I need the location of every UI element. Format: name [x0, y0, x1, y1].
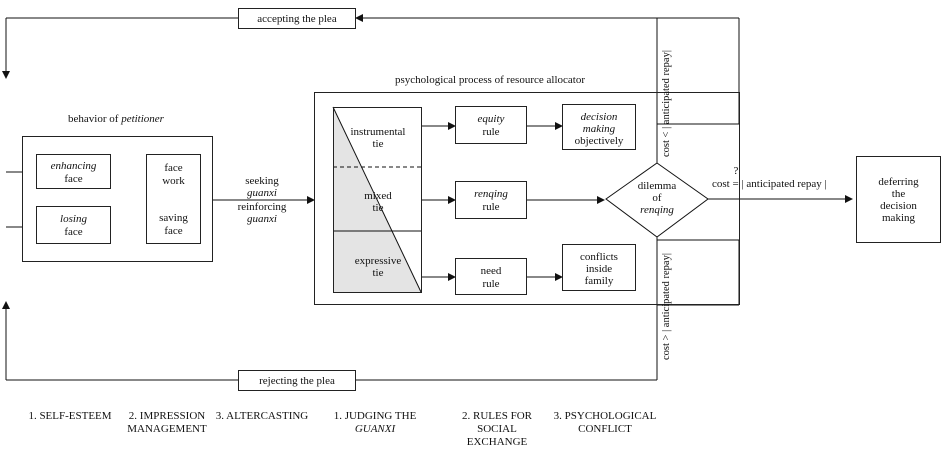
- reject-loop: [2, 240, 658, 381]
- dilemma-label: dilemma of renqing: [637, 180, 677, 216]
- guanxi-reinforcing: reinforcing guanxi: [237, 201, 287, 225]
- stage-rules-social-exchange: 2. RULES FOR SOCIAL EXCHANGE: [462, 410, 532, 448]
- stage-judging-guanxi: 1. JUDGING THE GUANXI: [333, 410, 417, 435]
- cost-less-label: cost < | anticipated repay|: [661, 50, 672, 157]
- enhancing-face-box: enhancing face: [36, 154, 111, 189]
- cost-equal-label: cost = | anticipated repay |: [712, 178, 827, 190]
- accept-loop: [2, 14, 658, 124]
- tie-expressive: expressive tie: [354, 255, 402, 279]
- cost-greater-label: cost > | anticipated repay|: [661, 253, 672, 360]
- stage-impression-management: 2. IMPRESSION MANAGEMENT: [127, 410, 207, 435]
- stage-altercasting: 3. ALTERCASTING: [215, 410, 309, 422]
- tie-diagonal: [332, 106, 422, 293]
- allocator-container: [314, 92, 740, 305]
- decision-making-box: decision making objectively: [562, 104, 636, 150]
- petitioner-title: behavior of petitioner: [68, 113, 164, 125]
- conflicts-box: conflicts inside family: [562, 244, 636, 291]
- tie-column: [333, 107, 422, 293]
- stage-psychological-conflict: 3. PSYCHOLOGICAL CONFLICT: [553, 410, 657, 435]
- need-rule-box: need rule: [455, 258, 527, 295]
- accepting-plea-label: accepting the plea: [257, 13, 337, 25]
- cost-equal-question: ?: [733, 165, 739, 177]
- allocator-title: psychological process of resource alloca…: [395, 74, 585, 86]
- deferring-box: deferring the decision making: [856, 156, 941, 243]
- losing-face-box: losing face: [36, 206, 111, 244]
- rejecting-plea-label: rejecting the plea: [259, 375, 335, 387]
- renqing-rule-box: renqing rule: [455, 181, 527, 219]
- accepting-plea-box: accepting the plea: [238, 8, 356, 29]
- face-work-box: face work saving face: [146, 154, 201, 244]
- equity-rule-box: equity rule: [455, 106, 527, 144]
- guanxi-seeking: seeking guanxi: [245, 175, 279, 199]
- tie-instrumental: instrumental tie: [350, 126, 406, 150]
- tie-mixed: mixed tie: [364, 190, 392, 214]
- rejecting-plea-box: rejecting the plea: [238, 370, 356, 391]
- stage-self-esteem: 1. SELF-ESTEEM: [28, 410, 112, 422]
